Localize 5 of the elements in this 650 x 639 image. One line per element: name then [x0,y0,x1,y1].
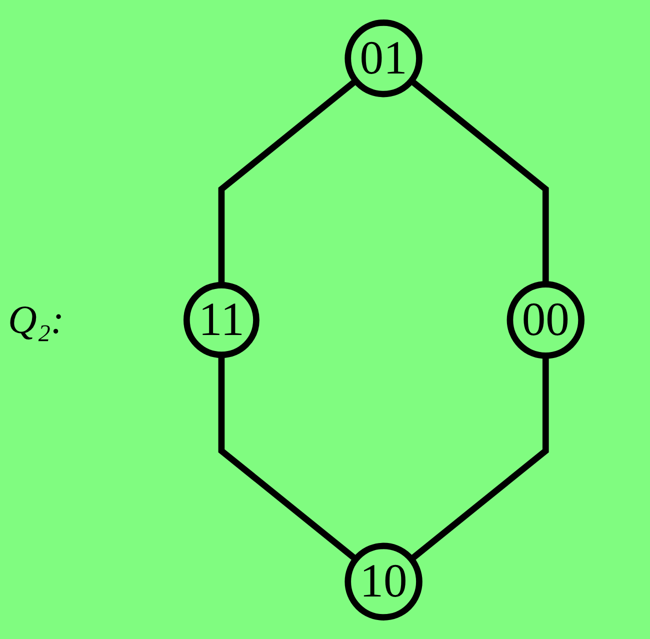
node-circle: 01 [344,19,422,97]
node-circle: 10 [344,542,422,620]
node-circle: 00 [506,280,584,358]
node-circle: 11 [184,282,260,358]
graph-name: Q₂: [8,297,64,342]
